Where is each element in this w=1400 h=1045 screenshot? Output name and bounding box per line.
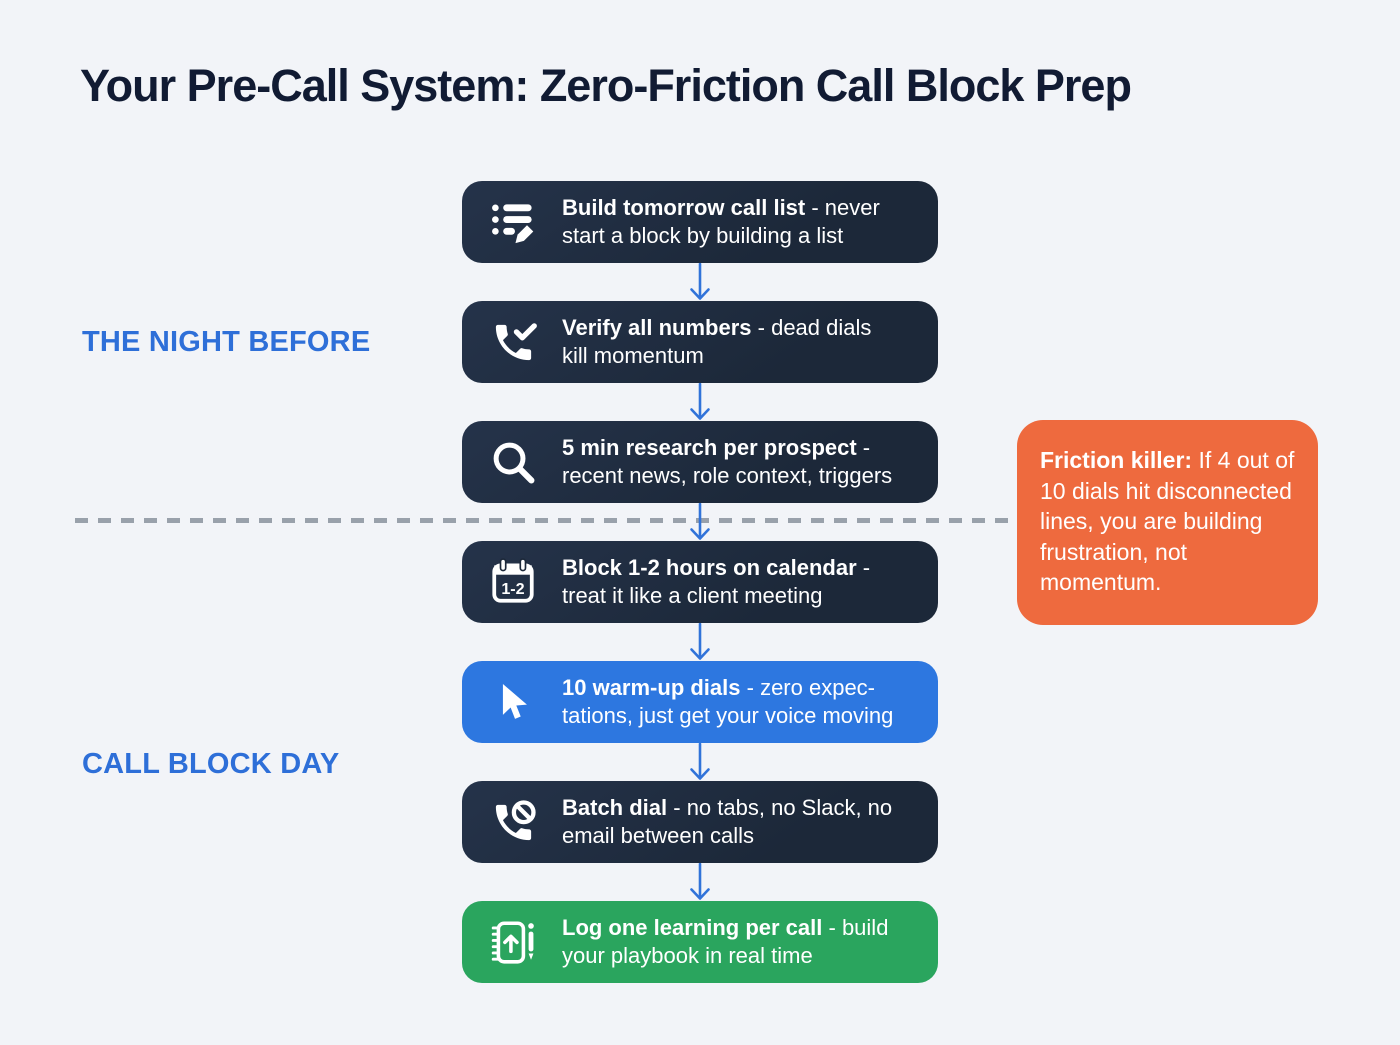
step-build-call-list: Build tomorrow call list - never start a… bbox=[462, 181, 938, 263]
calendar-icon-label: 1-2 bbox=[501, 580, 524, 598]
dashed-divider-line bbox=[75, 518, 1008, 523]
step-text: Block 1-2 hours on calendar - treat it l… bbox=[562, 555, 871, 608]
step-log-learning: Log one learning per call - build your p… bbox=[462, 901, 938, 983]
flow-arrow-down-icon bbox=[462, 383, 938, 421]
flow-arrow-down-icon bbox=[462, 263, 938, 301]
calendar-icon: 1-2 bbox=[487, 557, 539, 607]
flow-arrow-down-icon bbox=[462, 863, 938, 901]
step-text: Build tomorrow call list - never start a… bbox=[562, 195, 880, 248]
step-text: Log one learning per call - build your p… bbox=[562, 915, 889, 968]
flow-arrow-down-icon bbox=[462, 503, 938, 541]
cursor-icon bbox=[487, 680, 539, 724]
step-batch-dial: Batch dial - no tabs, no Slack, no email… bbox=[462, 781, 938, 863]
step-text: 10 warm-up dials - zero expec- tations, … bbox=[562, 675, 894, 728]
phone-slash-icon bbox=[487, 799, 539, 846]
flow-arrow-down-icon bbox=[462, 743, 938, 781]
step-text: 5 min research per prospect - recent new… bbox=[562, 435, 893, 488]
search-icon bbox=[487, 439, 539, 485]
section-label-call-block-day: CALL BLOCK DAY bbox=[82, 748, 340, 780]
page-title: Your Pre-Call System: Zero-Friction Call… bbox=[80, 60, 1132, 111]
list-edit-icon bbox=[487, 199, 539, 246]
step-block-calendar: 1-2 Block 1-2 hours on calendar - treat … bbox=[462, 541, 938, 623]
step-text: Batch dial - no tabs, no Slack, no email… bbox=[562, 795, 893, 848]
step-warmup-dials: 10 warm-up dials - zero expec- tations, … bbox=[462, 661, 938, 743]
step-research-prospect: 5 min research per prospect - recent new… bbox=[462, 421, 938, 503]
step-verify-numbers: Verify all numbers - dead dials kill mom… bbox=[462, 301, 938, 383]
flow-arrow-down-icon bbox=[462, 623, 938, 661]
friction-killer-callout: Friction killer: If 4 out of 10 dials hi… bbox=[1017, 420, 1318, 625]
notebook-log-icon bbox=[487, 917, 539, 967]
section-label-night-before: THE NIGHT BEFORE bbox=[82, 326, 371, 358]
step-text: Verify all numbers - dead dials kill mom… bbox=[562, 315, 872, 368]
flow-column: Build tomorrow call list - never start a… bbox=[462, 181, 938, 983]
phone-check-icon bbox=[487, 319, 539, 366]
